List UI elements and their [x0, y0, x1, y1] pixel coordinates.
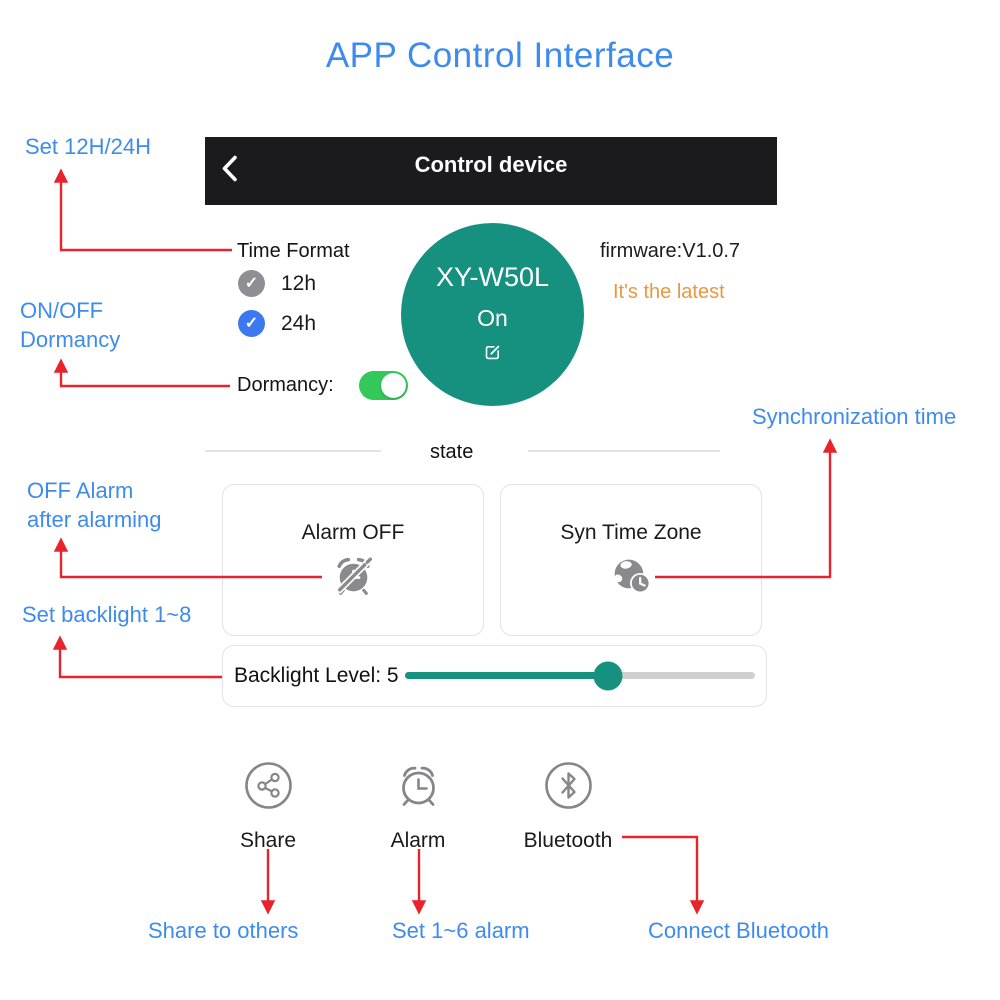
shortcut-label: Share	[239, 829, 297, 852]
firmware-status: It's the latest	[613, 281, 725, 303]
backlight-slider-thumb[interactable]	[593, 661, 623, 690]
annotation-set-alarm: Set 1~6 alarm	[392, 918, 530, 943]
share-icon[interactable]	[244, 762, 293, 814]
annotation-connect-bluetooth: Connect Bluetooth	[648, 918, 830, 943]
device-name: XY-W50L	[435, 262, 550, 292]
divider	[528, 450, 720, 452]
firmware-version: firmware:V1.0.7	[600, 240, 741, 262]
time-format-label: Time Format	[237, 240, 350, 262]
check-circle-icon[interactable]: ✓	[238, 270, 265, 297]
card-label: Alarm OFF	[301, 521, 405, 544]
option-label: 12h	[281, 271, 317, 295]
card-label: Syn Time Zone	[560, 521, 702, 544]
bluetooth-icon[interactable]	[544, 762, 593, 814]
alarm-off-icon[interactable]	[223, 553, 483, 603]
backlight-card: Backlight Level: 5	[222, 645, 767, 707]
arrow-dormancy	[53, 358, 230, 388]
header-title: Control device	[414, 152, 568, 177]
backlight-label: Backlight Level: 5	[234, 664, 399, 687]
annotation-off-alarm: OFF Alarm after alarming	[27, 478, 162, 532]
state-section-label: state	[430, 441, 474, 463]
annotation-share: Share to others	[148, 918, 299, 943]
bluetooth-button[interactable]: Bluetooth	[508, 761, 628, 853]
alarm-button[interactable]: Alarm	[358, 761, 478, 853]
device-button[interactable]: XY-W50L On	[401, 223, 584, 406]
divider	[205, 450, 381, 452]
shortcut-label: Alarm	[390, 829, 446, 852]
toggle-knob[interactable]	[381, 373, 406, 398]
edit-icon[interactable]	[483, 343, 502, 367]
time-format-option-12h[interactable]: ✓ 12h	[238, 270, 316, 297]
arrow-set-backlight	[52, 635, 222, 679]
time-format-option-24h[interactable]: ✓ 24h	[238, 310, 316, 337]
annotation-set-time-format: Set 12H/24H	[25, 134, 151, 159]
shortcut-label: Bluetooth	[523, 829, 613, 852]
backlight-slider-fill	[405, 672, 608, 679]
globe-clock-icon[interactable]	[501, 553, 761, 603]
syn-time-zone-card[interactable]: Syn Time Zone	[500, 484, 762, 636]
alarm-off-card[interactable]: Alarm OFF	[222, 484, 484, 636]
alarm-icon[interactable]	[394, 766, 443, 814]
page-title: APP Control Interface	[325, 36, 675, 75]
annotation-sync-time: Synchronization time	[752, 404, 957, 429]
arrow-connect-bluetooth	[622, 835, 705, 915]
annotation-dormancy: ON/OFF Dormancy	[20, 298, 121, 352]
backlight-slider[interactable]	[405, 661, 755, 690]
share-button[interactable]: Share	[208, 761, 328, 853]
device-power-state: On	[477, 305, 508, 331]
dormancy-label: Dormancy:	[237, 374, 334, 396]
annotation-set-backlight: Set backlight 1~8	[22, 602, 192, 627]
check-circle-icon[interactable]: ✓	[238, 310, 265, 337]
option-label: 24h	[281, 311, 317, 335]
app-header: Control device	[205, 137, 777, 205]
dormancy-toggle[interactable]	[359, 371, 408, 400]
